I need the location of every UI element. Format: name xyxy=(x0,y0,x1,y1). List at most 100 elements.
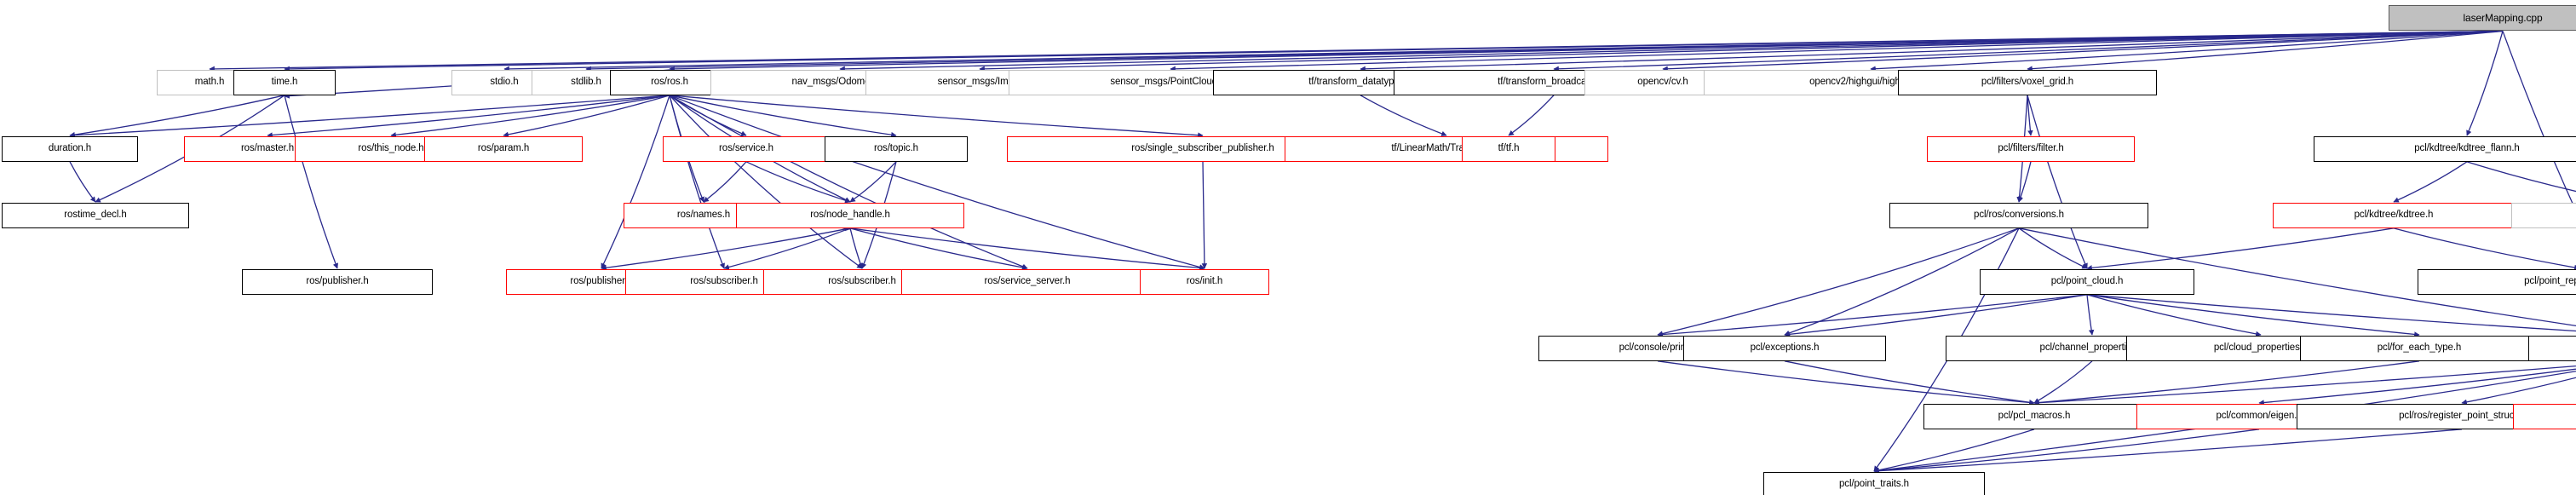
graph-node[interactable]: ros/init.h xyxy=(1140,269,1269,295)
node-label: stdlib.h xyxy=(571,77,601,88)
graph-root-node[interactable]: laserMapping.cpp xyxy=(2389,5,2576,32)
node-label: ros/publisher.h xyxy=(570,276,633,287)
graph-edge xyxy=(2086,294,2095,336)
node-label: pcl/common/eigen.h xyxy=(2216,411,2303,422)
graph-node[interactable]: pcl/impl/point_types.hpp xyxy=(2513,404,2576,429)
graph-edge xyxy=(703,161,747,203)
graph-edge xyxy=(2018,227,2088,269)
graph-node[interactable]: ros/topic.h xyxy=(825,136,968,162)
graph-edge xyxy=(2027,95,2088,269)
node-label: pcl/point_traits.h xyxy=(1839,479,1909,490)
node-label: ros/service_server.h xyxy=(984,276,1071,287)
graph-edge xyxy=(2033,360,2093,404)
node-label: ros/names.h xyxy=(676,210,731,221)
graph-edge xyxy=(669,95,1028,269)
graph-edge xyxy=(284,95,339,269)
graph-edge xyxy=(1873,429,2463,474)
graph-edge xyxy=(1657,294,2088,337)
graph-edge xyxy=(849,227,864,269)
node-label: ros/init.h xyxy=(1186,276,1223,287)
node-label: tf/tf.h xyxy=(1498,143,1520,154)
graph-edge xyxy=(723,227,851,270)
graph-edge xyxy=(1873,429,2260,474)
graph-node[interactable]: pcl/exceptions.h xyxy=(1683,336,1886,361)
node-label: math.h xyxy=(194,77,225,88)
graph-edge xyxy=(669,30,2504,72)
node-label: ros/node_handle.h xyxy=(810,210,890,221)
graph-node[interactable]: pcl/kdtree/kdtree.h xyxy=(2273,203,2515,228)
graph-node[interactable]: ros/publisher.h xyxy=(242,269,433,295)
graph-edge xyxy=(1360,95,1447,136)
graph-edge xyxy=(669,95,863,269)
node-label: stdio.h xyxy=(490,77,519,88)
graph-edge xyxy=(69,95,670,138)
graph-node[interactable]: pcl/filters/voxel_grid.h xyxy=(1898,70,2157,95)
node-label: laserMapping.cpp xyxy=(2463,12,2543,25)
graph-edge xyxy=(1784,360,2035,406)
graph-node[interactable]: pcl/kdtree/kdtree_flann.h xyxy=(2314,136,2576,162)
node-label: ros/subscriber.h xyxy=(690,276,758,287)
graph-node[interactable]: pcl/filters/filter.h xyxy=(1927,136,2135,162)
node-label: rostime_decl.h xyxy=(64,210,127,221)
graph-edge xyxy=(1870,30,2504,72)
graph-edge xyxy=(2018,227,2576,327)
graph-node[interactable]: pcl/point_representation.h xyxy=(2418,269,2576,295)
graph-node[interactable]: pcl/kdtree/flann.h xyxy=(2511,203,2576,228)
node-label: opencv/cv.h xyxy=(1637,77,1688,88)
graph-edge xyxy=(2033,360,2420,406)
graph-node[interactable]: pcl/point_types.h xyxy=(2528,336,2576,361)
graph-edge xyxy=(2502,31,2576,213)
graph-node[interactable]: pcl/point_cloud.h xyxy=(1980,269,2194,295)
graph-edge xyxy=(2027,30,2504,72)
graph-edge xyxy=(2466,31,2504,136)
node-label: pcl/filters/voxel_grid.h xyxy=(1981,77,2074,88)
graph-edge xyxy=(2086,294,2420,337)
graph-node[interactable]: tf/tf.h xyxy=(1462,136,1555,162)
node-label: ros/topic.h xyxy=(874,143,918,154)
graph-edge xyxy=(1553,30,2504,72)
graph-edge xyxy=(390,95,670,138)
graph-edge xyxy=(669,95,1205,270)
graph-edge xyxy=(849,161,897,203)
graph-node[interactable]: ros/service.h xyxy=(663,136,830,162)
graph-node[interactable]: tf/LinearMath/Transform.h xyxy=(1285,136,1608,162)
graph-edge xyxy=(284,30,2504,72)
node-label: pcl/kdtree/kdtree.h xyxy=(2354,210,2434,221)
node-label: pcl/kdtree/kdtree_flann.h xyxy=(2414,143,2520,154)
graph-node[interactable]: ros/param.h xyxy=(424,136,583,162)
graph-node[interactable]: rostime_decl.h xyxy=(2,203,189,228)
graph-edge xyxy=(1662,30,2504,72)
graph-edge xyxy=(1657,360,2035,406)
node-label: pcl/filters/filter.h xyxy=(1998,143,2064,154)
graph-node[interactable]: ros/node_handle.h xyxy=(736,203,964,228)
graph-node[interactable]: pcl/for_each_type.h xyxy=(2300,336,2539,361)
graph-edge xyxy=(849,227,1028,271)
graph-node[interactable]: pcl/pcl_macros.h xyxy=(1923,404,2145,429)
graph-node[interactable]: pcl/ros/conversions.h xyxy=(1889,203,2148,228)
graph-edge xyxy=(849,227,1205,271)
graph-edge xyxy=(2033,365,2576,406)
graph-node[interactable]: ros/service_server.h xyxy=(901,269,1153,295)
graph-edge xyxy=(2466,161,2576,193)
graph-edge xyxy=(2086,294,2576,332)
node-label: ros/subscriber.h xyxy=(828,276,896,287)
node-label: ros/master.h xyxy=(240,143,295,154)
graph-edge xyxy=(745,161,851,204)
graph-edge xyxy=(2393,161,2468,203)
graph-edge xyxy=(503,95,670,138)
node-label: ros/param.h xyxy=(477,143,530,154)
graph-edge xyxy=(1360,30,2504,72)
graph-node[interactable]: time.h xyxy=(233,70,336,95)
node-label: pcl/ros/register_point_struct.h xyxy=(2399,411,2525,422)
graph-edge xyxy=(69,161,96,203)
node-label: time.h xyxy=(271,77,298,88)
graph-node[interactable]: pcl/point_traits.h xyxy=(1763,472,1985,495)
graph-edge xyxy=(1201,161,1208,269)
node-label: ros/service.h xyxy=(719,143,773,154)
graph-edge xyxy=(2393,227,2576,271)
graph-edge xyxy=(669,95,897,138)
graph-node[interactable]: duration.h xyxy=(2,136,138,162)
graph-edge xyxy=(979,30,2504,72)
node-label: duration.h xyxy=(48,143,92,154)
